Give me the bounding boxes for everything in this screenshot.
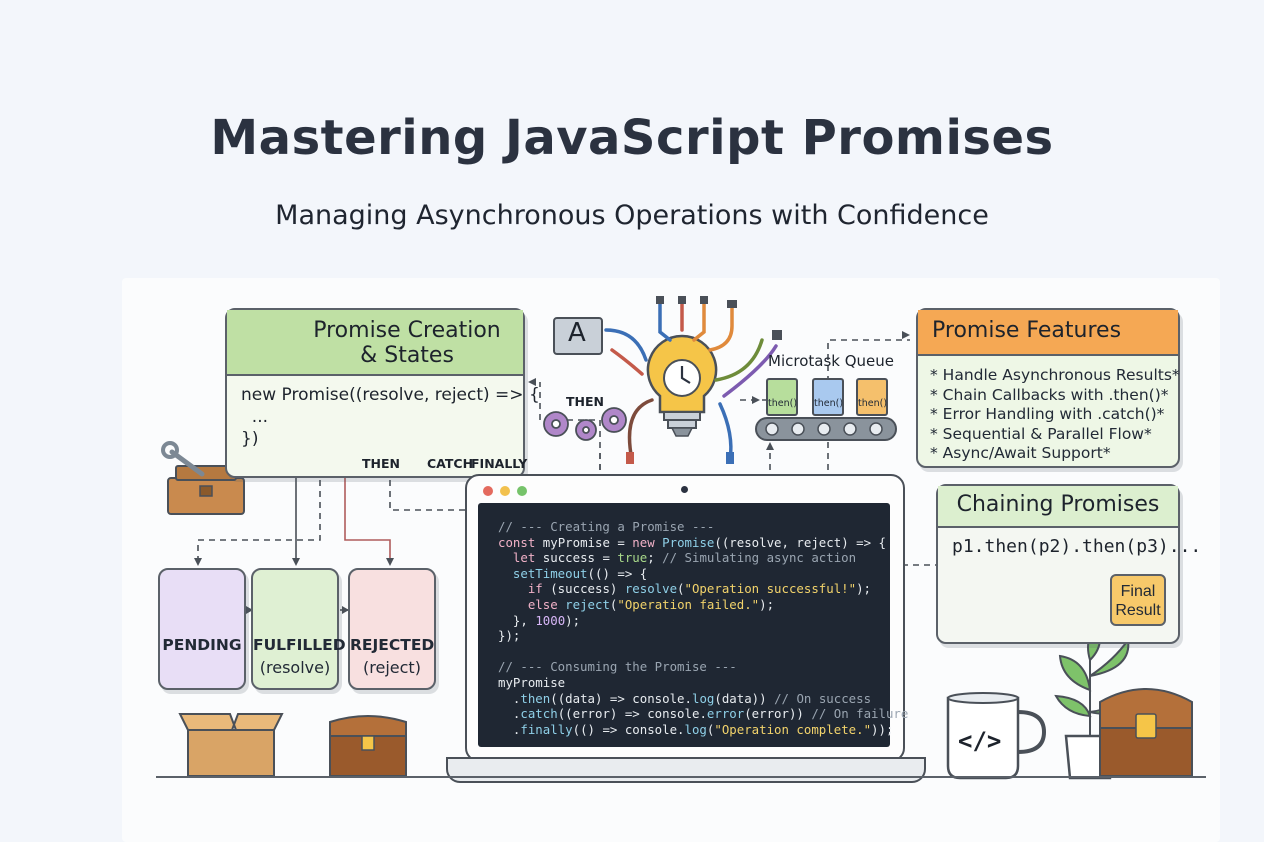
minimize-dot-icon <box>500 486 510 496</box>
close-dot-icon <box>483 486 493 496</box>
creation-code-line: }) <box>241 429 259 449</box>
list-item: * Async/Await Support* <box>930 444 1111 463</box>
state-name: PENDING <box>162 636 242 654</box>
finally-label: FINALLY <box>471 456 528 471</box>
maximize-dot-icon <box>517 486 527 496</box>
laptop-base <box>446 757 926 783</box>
state-pending: PENDING <box>158 568 246 690</box>
promise-features-card: Promise Features * Handle Asynchronous R… <box>916 308 1180 468</box>
promise-features-title: Promise Features <box>932 318 1122 343</box>
promise-features-header: Promise Features <box>918 310 1178 356</box>
promise-creation-header: Promise Creation & States <box>227 310 523 376</box>
queue-item: then() <box>856 378 888 416</box>
page-subtitle: Managing Asynchronous Operations with Co… <box>275 200 989 231</box>
list-item: * Sequential & Parallel Flow* <box>930 424 1152 443</box>
state-sub: (resolve) <box>259 658 331 677</box>
promise-creation-card: Promise Creation & States new Promise((r… <box>225 308 540 478</box>
queue-item: then() <box>812 378 844 416</box>
microtask-queue-label: Microtask Queue <box>768 352 894 370</box>
creation-title-line1: Promise Creation <box>313 318 501 343</box>
final-line1: Final <box>1120 583 1156 600</box>
catch-label: CATCH <box>427 456 474 471</box>
list-item: * Chain Callbacks with .then()* <box>930 385 1169 404</box>
final-result-box: Final Result <box>1110 574 1166 626</box>
final-line2: Result <box>1115 602 1161 619</box>
mug-code-text: </> <box>958 727 1002 755</box>
chaining-code: p1.then(p2).then(p3)... <box>952 536 1202 557</box>
then-top-label: THEN <box>566 394 604 409</box>
promise-creation-title: Promise Creation & States <box>297 318 517 368</box>
state-name: FULFILLED <box>253 636 346 654</box>
ground-line <box>156 776 1206 778</box>
features-list: * Handle Asynchronous Results* * Chain C… <box>918 356 1180 464</box>
queue-item: then() <box>766 378 798 416</box>
then-label: THEN <box>362 456 400 471</box>
state-rejected: REJECTED (reject) <box>348 568 436 690</box>
code-terminal: // --- Creating a Promise --- const myPr… <box>478 503 908 747</box>
font-badge-letter: A <box>568 318 586 348</box>
state-fulfilled: FULFILLED (resolve) <box>251 568 346 690</box>
code-block: // --- Creating a Promise --- const myPr… <box>498 519 909 737</box>
list-item: * Handle Asynchronous Results* <box>930 366 1180 384</box>
list-item: * Error Handling with .catch()* <box>930 405 1165 424</box>
state-sub: (reject) <box>363 658 421 677</box>
chaining-promises-card: Chaining Promises p1.then(p2).then(p3)..… <box>936 484 1201 644</box>
page-title: Mastering JavaScript Promises <box>210 110 1054 166</box>
creation-code: new Promise((resolve, reject) => { ... }… <box>241 384 540 450</box>
chaining-title: Chaining Promises <box>956 492 1160 517</box>
creation-code-line: new Promise((resolve, reject) => { <box>241 385 540 405</box>
creation-code-line: ... <box>241 407 269 427</box>
state-name: REJECTED <box>350 636 435 654</box>
chaining-header: Chaining Promises <box>938 486 1178 528</box>
camera-icon <box>681 486 688 493</box>
creation-title-line2: & States <box>360 343 454 368</box>
